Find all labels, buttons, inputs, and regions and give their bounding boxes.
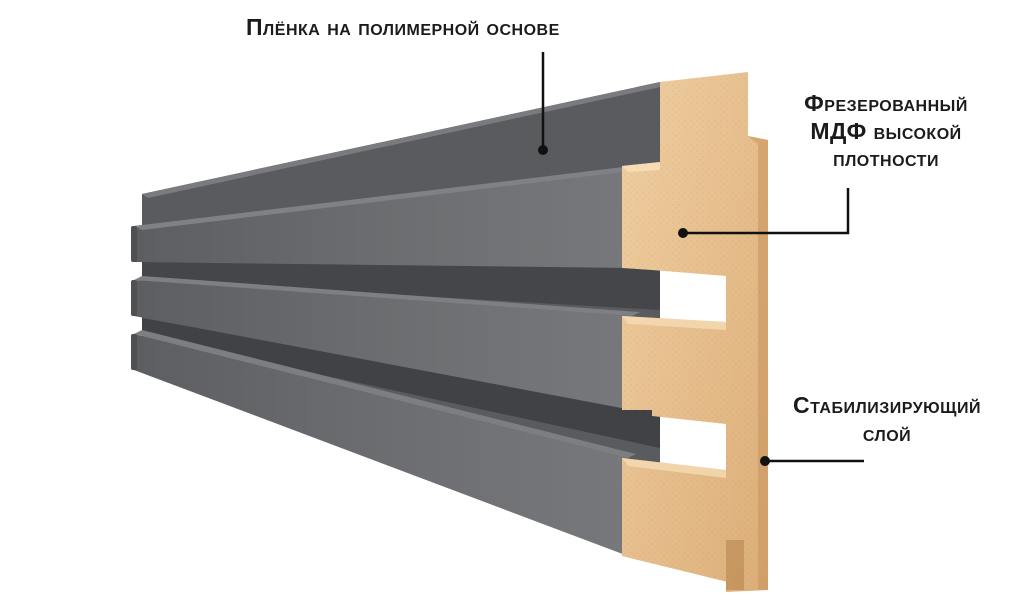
panel-rib-bottom: [131, 330, 636, 556]
panel-rib-top: [131, 166, 640, 268]
callout-film-dot: [538, 145, 548, 155]
label-stabilizing-layer: Стабилизирующий слой: [768, 392, 1006, 447]
label-stabilizing-layer-line-2: слой: [862, 419, 912, 446]
callout-mdf: [678, 188, 850, 238]
label-milled-mdf: Фрезерованный МДФ высокой плотности: [780, 90, 992, 173]
callout-stabilizing: [760, 456, 864, 466]
panel-rib-middle: [131, 276, 640, 410]
label-polymer-film-text: Плёнка на полимерной основе: [246, 14, 560, 40]
mdf-end-profile: [622, 72, 768, 592]
label-polymer-film: Плёнка на полимерной основе: [246, 14, 560, 42]
panel-grooves: [142, 262, 660, 448]
callout-mdf-dot: [678, 228, 688, 238]
label-milled-mdf-line-2: МДФ высокой: [810, 117, 962, 144]
callout-film: [538, 52, 548, 155]
label-stabilizing-layer-line-1: Стабилизирующий: [793, 392, 981, 418]
callout-stabilizing-dot: [760, 456, 770, 466]
label-milled-mdf-line-3: плотности: [833, 145, 939, 172]
label-milled-mdf-line-1: Фрезерованный: [804, 90, 968, 116]
